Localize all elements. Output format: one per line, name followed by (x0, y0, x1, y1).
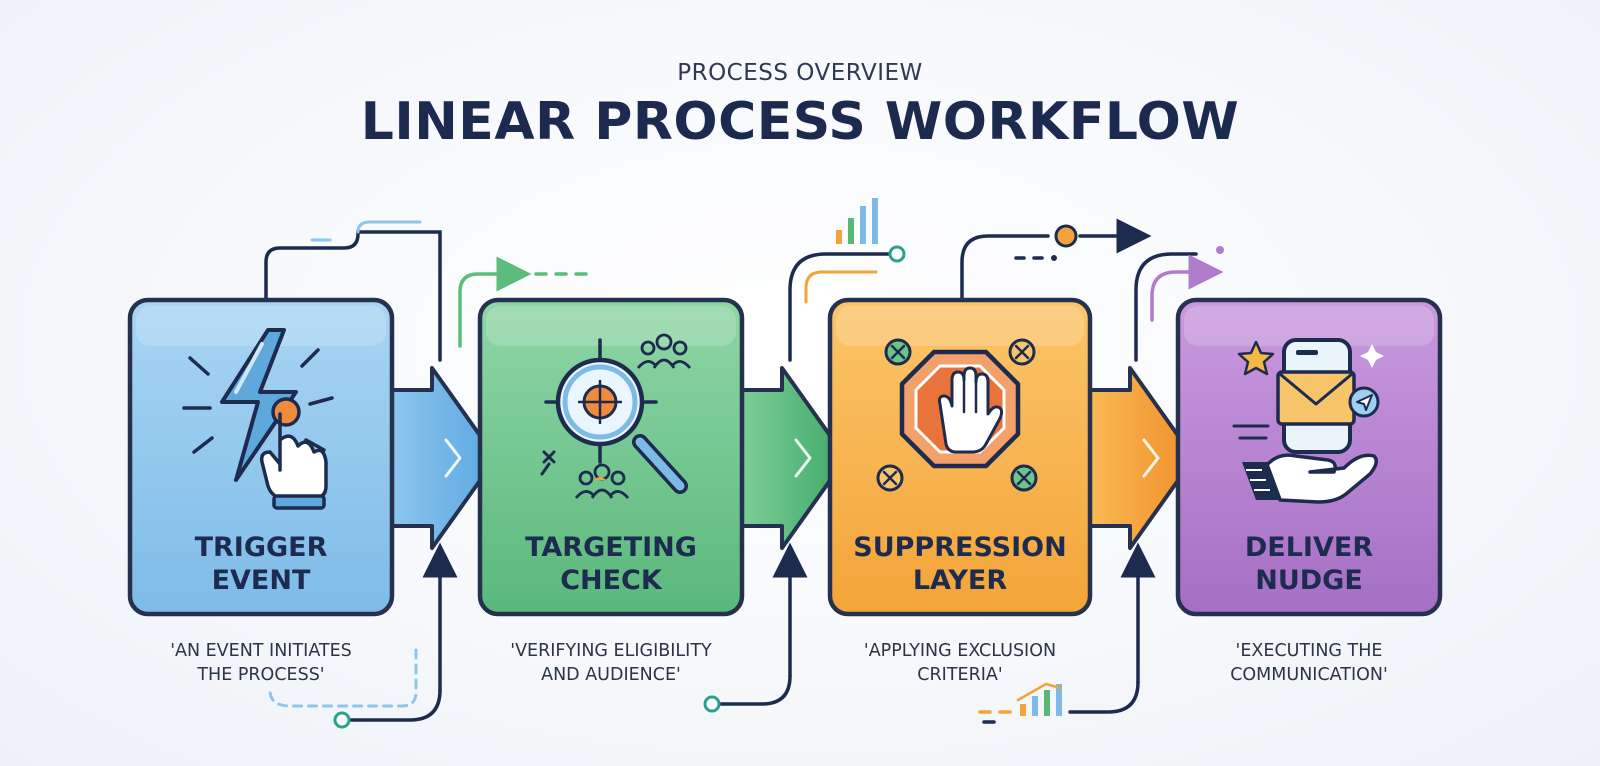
step-card-trigger-event: TRIGGER EVENT (127, 297, 395, 617)
connector-arrow-2 (736, 366, 848, 550)
step-description-line1: 'APPLYING EXCLUSION (864, 641, 1056, 661)
step-description-line2: THE PROCESS' (196, 665, 324, 685)
step-title-line1: SUPPRESSION (853, 532, 1066, 563)
step-title-line1: DELIVER (1245, 532, 1373, 563)
connector-arrow-3 (1084, 366, 1196, 550)
magnifier-target-icon (540, 333, 692, 499)
phone-envelope-hand-icon (1232, 338, 1384, 504)
lightning-bolt-tap-icon (182, 328, 334, 510)
step-title-line2: EVENT (212, 565, 311, 596)
step-description-line2: AND AUDIENCE' (541, 665, 681, 685)
step-title-line2: LAYER (913, 565, 1008, 596)
eyebrow-label: PROCESS OVERVIEW (677, 60, 923, 86)
header: PROCESS OVERVIEW LINEAR PROCESS WORKFLOW (0, 0, 1600, 180)
step-card-targeting-check: TARGETING CHECK (477, 297, 745, 617)
step-title-line1: TARGETING (525, 532, 697, 563)
step-card-deliver-nudge: DELIVER NUDGE (1175, 297, 1443, 617)
stop-hand-icon (876, 338, 1038, 492)
step-title-line2: CHECK (560, 565, 663, 596)
step-description-line2: CRITERIA' (917, 665, 1002, 685)
step-card-suppression-layer: SUPPRESSION LAYER (827, 297, 1093, 617)
step-description-line2: COMMUNICATION' (1230, 665, 1388, 685)
step-description-line1: 'EXECUTING THE (1236, 641, 1383, 661)
step-title-line1: TRIGGER (195, 532, 328, 563)
step-descriptions: 'AN EVENT INITIATES THE PROCESS' 'VERIFY… (170, 641, 1388, 685)
step-title-line2: NUDGE (1255, 565, 1363, 596)
decorative-flow-lines (264, 198, 1224, 729)
step-description-line1: 'AN EVENT INITIATES (170, 641, 352, 661)
step-description-line1: 'VERIFYING ELIGIBILITY (510, 641, 712, 661)
page-title: LINEAR PROCESS WORKFLOW (360, 92, 1240, 152)
connector-arrow-1 (386, 366, 498, 550)
